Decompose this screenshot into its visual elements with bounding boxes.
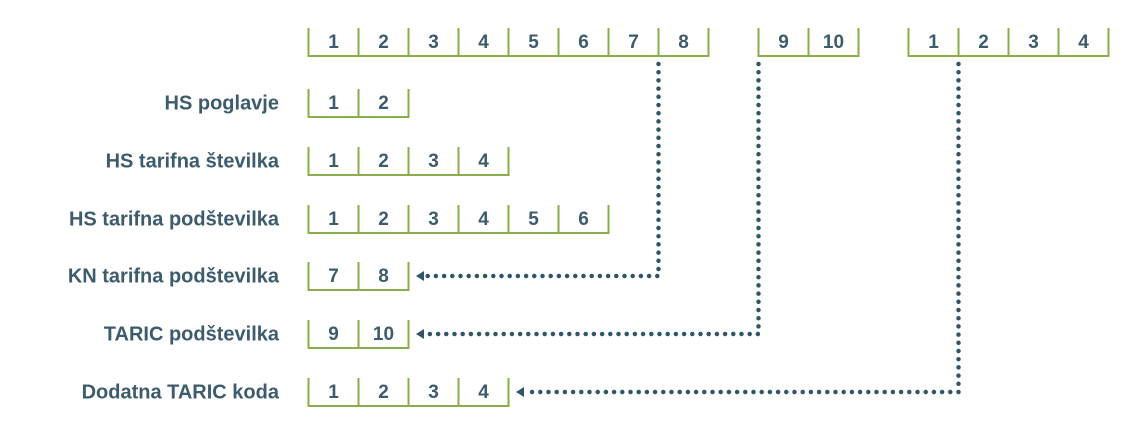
code-row: HS tarifna številka 1 2 3 4 <box>106 147 510 176</box>
row-label: HS poglavje <box>165 92 279 114</box>
digit-cell: 1 <box>928 32 939 53</box>
row-label: KN tarifna podštevilka <box>68 265 280 287</box>
code-row: TARIC podštevilka 9 10 <box>104 320 410 349</box>
digit-cell: 7 <box>628 32 639 53</box>
digit-cell: 3 <box>1028 32 1039 53</box>
digit-cell: 8 <box>378 266 389 287</box>
digit-cell: 1 <box>328 382 339 403</box>
row-digit-box: 1 2 3 4 <box>307 378 510 407</box>
digit-cell: 3 <box>428 382 439 403</box>
digit-cell: 5 <box>528 209 539 230</box>
arrow-head-icon <box>416 329 424 339</box>
digit-cell: 6 <box>578 32 589 53</box>
dotted-connector <box>516 61 961 397</box>
row-label: Dodatna TARIC koda <box>82 381 280 403</box>
digit-cell: 5 <box>528 32 539 53</box>
row-digit-box: 1 2 3 4 <box>307 147 510 176</box>
digit-cell: 1 <box>328 151 339 172</box>
connectors <box>416 61 961 397</box>
connector-dots <box>523 61 961 395</box>
connector-dots <box>423 61 661 279</box>
arrow-head-icon <box>416 271 424 281</box>
digit-cell: 2 <box>378 32 389 53</box>
digit-cell: 3 <box>428 32 439 53</box>
digit-cell: 4 <box>1078 32 1089 53</box>
header-group-c: 1 2 3 4 <box>907 28 1110 57</box>
digit-cell: 7 <box>328 266 339 287</box>
digit-cell: 3 <box>428 151 439 172</box>
digit-cell: 4 <box>478 382 489 403</box>
row-label: HS tarifna številka <box>106 150 280 172</box>
dotted-connector <box>416 61 761 339</box>
arrow-head-icon <box>516 387 524 397</box>
digit-cell: 6 <box>578 209 589 230</box>
header-code-structure: 1 2 3 4 5 6 7 8 9 10 1 2 3 4 <box>307 28 1110 57</box>
digit-cell: 10 <box>373 324 394 345</box>
row-digit-box: 1 2 3 4 5 6 <box>307 205 610 234</box>
code-row: Dodatna TARIC koda 1 2 3 4 <box>82 378 510 407</box>
digit-cell: 2 <box>378 209 389 230</box>
digit-cell: 1 <box>328 32 339 53</box>
digit-cell: 9 <box>778 32 789 53</box>
digit-cell: 4 <box>478 209 489 230</box>
digit-cell: 2 <box>378 93 389 114</box>
digit-cell: 1 <box>328 93 339 114</box>
digit-cell: 4 <box>478 151 489 172</box>
digit-cell: 10 <box>823 32 844 53</box>
row-label: TARIC podštevilka <box>104 323 280 345</box>
digit-cell: 1 <box>328 209 339 230</box>
digit-cell: 9 <box>328 324 339 345</box>
digit-cell: 8 <box>678 32 689 53</box>
dotted-connector <box>416 61 661 281</box>
digit-cell: 2 <box>378 382 389 403</box>
header-group-a: 1 2 3 4 5 6 7 8 <box>307 28 710 57</box>
header-group-b: 9 10 <box>757 28 860 57</box>
row-digit-box: 9 10 <box>307 320 410 349</box>
connector-dots <box>423 61 761 337</box>
digit-cell: 4 <box>478 32 489 53</box>
row-label: HS tarifna podštevilka <box>69 208 280 230</box>
code-row: HS tarifna podštevilka 1 2 3 4 5 6 <box>69 205 610 234</box>
digit-cell: 2 <box>978 32 989 53</box>
digit-cell: 2 <box>378 151 389 172</box>
digit-cell: 3 <box>428 209 439 230</box>
